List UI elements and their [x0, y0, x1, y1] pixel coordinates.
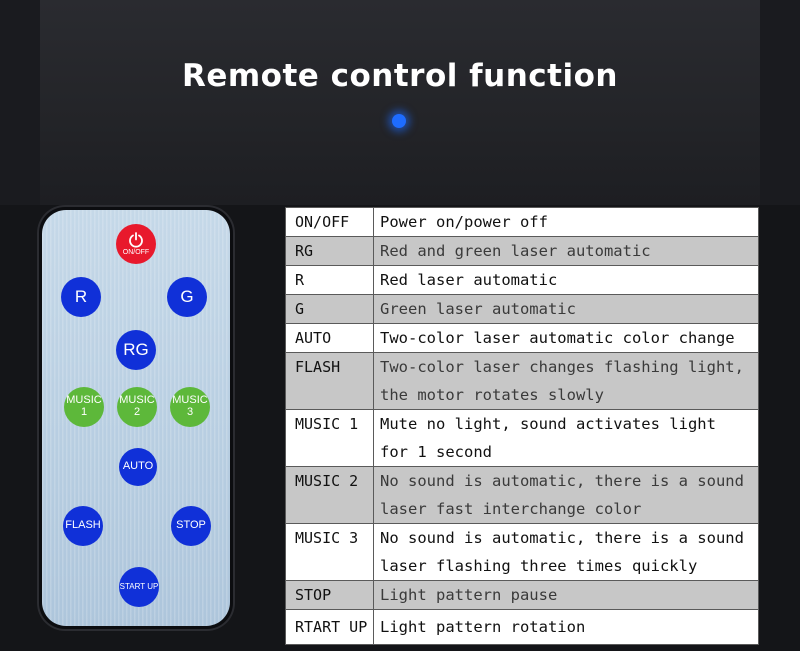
- function-description: Light pattern rotation: [373, 609, 759, 645]
- remote-flash-button[interactable]: FLASH: [63, 506, 103, 546]
- function-key: ON/OFF: [285, 207, 374, 237]
- page-title: Remote control function: [181, 58, 618, 94]
- table-row: MUSIC 3 No sound is automatic, there is …: [285, 523, 759, 581]
- function-key: MUSIC 3: [285, 523, 374, 581]
- remote-power-button[interactable]: ON/OFF: [116, 224, 156, 264]
- function-key: FLASH: [285, 352, 374, 410]
- function-key: MUSIC 1: [285, 409, 374, 467]
- table-row: ON/OFF Power on/power off: [285, 207, 759, 237]
- music3-number: 3: [186, 406, 194, 418]
- remote-music2-button[interactable]: MUSIC 2: [117, 387, 157, 427]
- function-key: RG: [285, 236, 374, 266]
- table-row: RTART UP Light pattern rotation: [285, 609, 759, 645]
- table-row: AUTO Two-color laser automatic color cha…: [285, 323, 759, 353]
- function-description: Power on/power off: [373, 207, 759, 237]
- power-icon: [129, 232, 143, 248]
- function-description: Green laser automatic: [373, 294, 759, 324]
- function-description: No sound is automatic, there is a sound …: [373, 523, 759, 581]
- blue-indicator-dot: [392, 114, 406, 128]
- function-description: Two-color laser changes flashing light, …: [373, 352, 759, 410]
- function-key: AUTO: [285, 323, 374, 353]
- function-description: Red and green laser automatic: [373, 236, 759, 266]
- remote-r-button[interactable]: R: [61, 277, 101, 317]
- table-row: MUSIC 2 No sound is automatic, there is …: [285, 466, 759, 524]
- remote-auto-button[interactable]: AUTO: [119, 448, 157, 486]
- function-description: Red laser automatic: [373, 265, 759, 295]
- remote-music1-button[interactable]: MUSIC 1: [64, 387, 104, 427]
- music1-label: MUSIC: [66, 394, 102, 407]
- function-description: No sound is automatic, there is a sound …: [373, 466, 759, 524]
- function-key: STOP: [285, 580, 374, 610]
- function-description: Mute no light, sound activates light for…: [373, 409, 759, 467]
- remote-g-button[interactable]: G: [167, 277, 207, 317]
- function-key: MUSIC 2: [285, 466, 374, 524]
- function-description: Two-color laser automatic color change: [373, 323, 759, 353]
- function-key: RTART UP: [285, 609, 374, 645]
- table-row: MUSIC 1 Mute no light, sound activates l…: [285, 409, 759, 467]
- remote-stop-button[interactable]: STOP: [171, 506, 211, 546]
- function-key: R: [285, 265, 374, 295]
- function-table: ON/OFF Power on/power off RG Red and gre…: [285, 207, 759, 645]
- music2-label: MUSIC: [119, 394, 155, 407]
- function-key: G: [285, 294, 374, 324]
- table-row: RG Red and green laser automatic: [285, 236, 759, 266]
- function-description: Light pattern pause: [373, 580, 759, 610]
- power-button-label: ON/OFF: [122, 249, 150, 257]
- remote-rg-button[interactable]: RG: [116, 330, 156, 370]
- music3-label: MUSIC: [172, 394, 208, 407]
- music2-number: 2: [133, 406, 141, 418]
- table-row: R Red laser automatic: [285, 265, 759, 295]
- music1-number: 1: [80, 406, 88, 418]
- table-row: STOP Light pattern pause: [285, 580, 759, 610]
- table-row: G Green laser automatic: [285, 294, 759, 324]
- table-row: FLASH Two-color laser changes flashing l…: [285, 352, 759, 410]
- remote-start-up-button[interactable]: START UP: [119, 567, 159, 607]
- remote-music3-button[interactable]: MUSIC 3: [170, 387, 210, 427]
- header-panel: [40, 0, 760, 205]
